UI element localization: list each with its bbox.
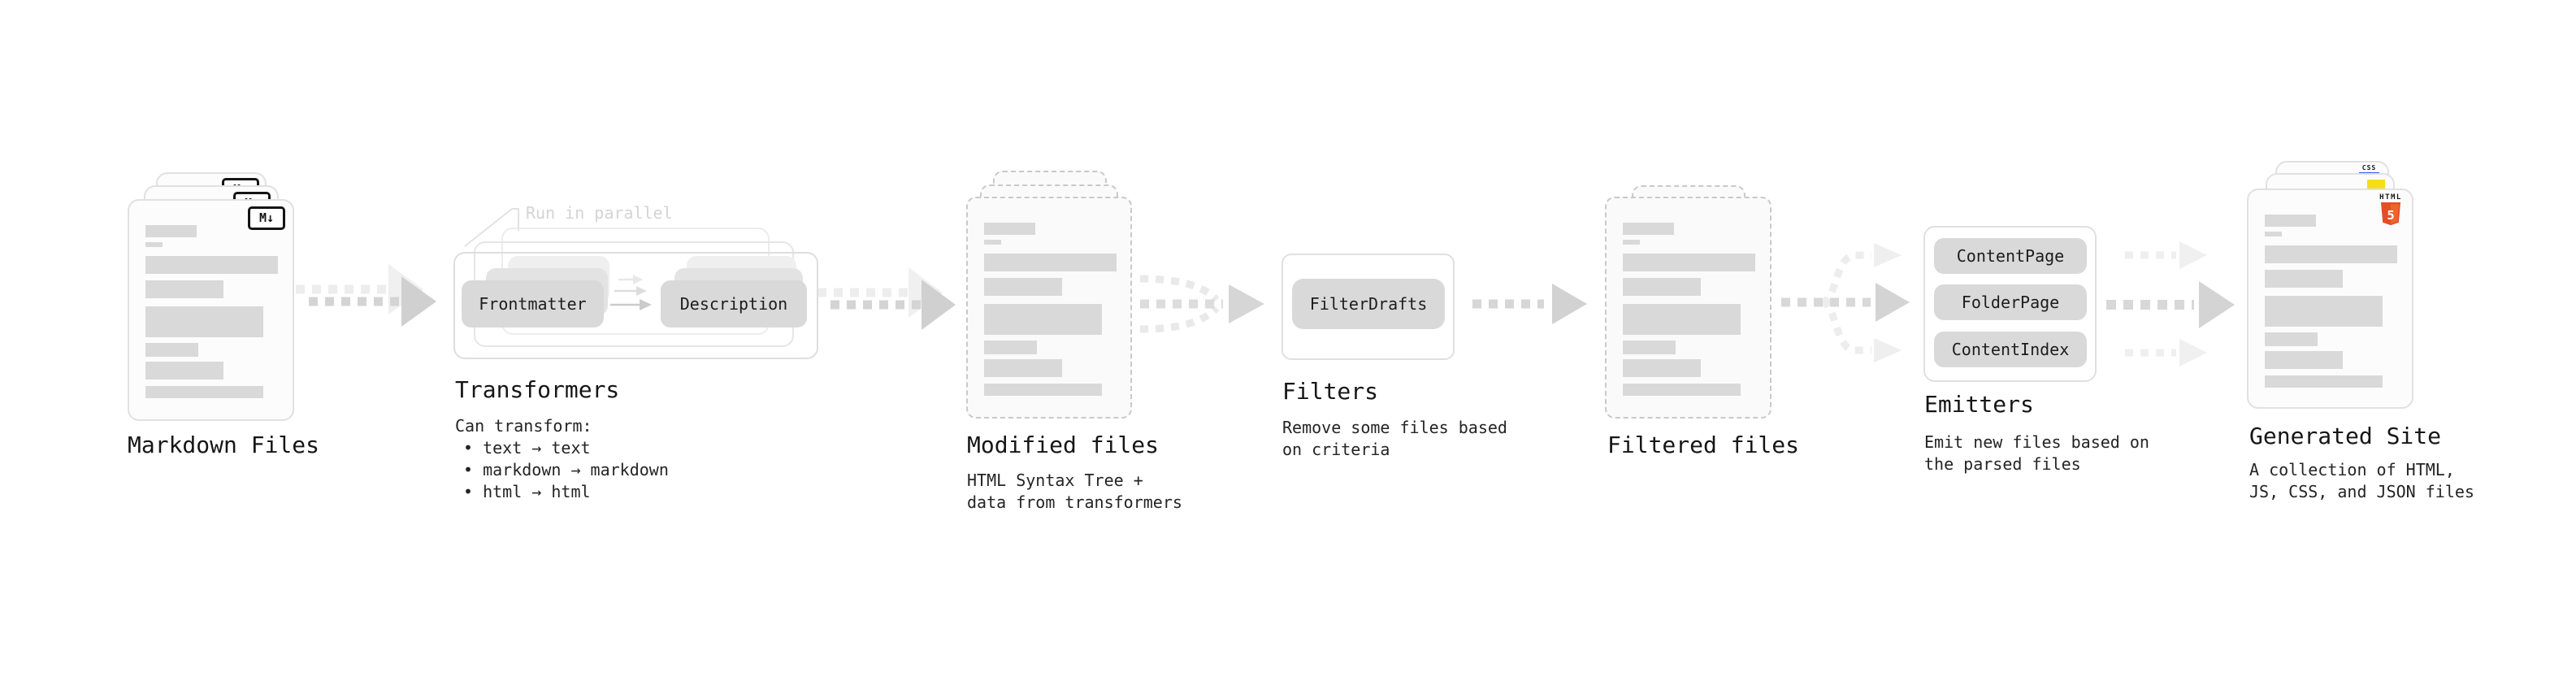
html5-icon: HTML 5 xyxy=(2379,194,2403,229)
js-icon xyxy=(2367,180,2385,190)
filterdrafts-pill: FilterDrafts xyxy=(1292,279,1445,329)
filtered-files-label: Filtered files xyxy=(1607,432,1800,458)
transformer-frame-front xyxy=(453,252,818,359)
filters-heading: Filters xyxy=(1282,378,1379,405)
filters-desc: Remove some files based on criteria xyxy=(1282,417,1507,461)
markdown-icon: M↓ xyxy=(248,206,285,230)
desc-line: the parsed files xyxy=(1924,454,2081,474)
bullet-item: • markdown → markdown xyxy=(463,460,669,479)
arrow-markdown-to-transformers xyxy=(296,264,436,327)
frontmatter-pill: Frontmatter xyxy=(462,280,604,327)
filtered-file-card-front xyxy=(1605,197,1772,419)
bullet-item: • text → text xyxy=(463,438,591,458)
filters-frame xyxy=(1281,254,1455,360)
svg-text:5: 5 xyxy=(2387,208,2394,223)
run-in-parallel-callout: Run in parallel xyxy=(526,203,673,223)
description-pill: Description xyxy=(661,280,807,327)
contentpage-pill: ContentPage xyxy=(1934,238,2087,274)
modified-files-desc: HTML Syntax Tree + data from transformer… xyxy=(967,470,1182,514)
markdown-file-card-front: M↓ xyxy=(128,199,294,421)
contentindex-pill: ContentIndex xyxy=(1934,332,2087,367)
desc-line: data from transformers xyxy=(967,492,1182,512)
desc-line: Remove some files based xyxy=(1282,418,1507,437)
desc-line: Emit new files based on xyxy=(1924,432,2149,452)
emitters-heading: Emitters xyxy=(1924,391,2034,418)
markdown-files-label: Markdown Files xyxy=(128,432,320,458)
callout-leader-line xyxy=(464,208,519,247)
desc-line: A collection of HTML, xyxy=(2249,460,2455,479)
arrow-filters-to-filtered xyxy=(1472,284,1587,324)
document-placeholder-lines xyxy=(129,201,293,419)
bullet-item: • html → html xyxy=(463,482,591,501)
transformers-bullet-list: • text → text • markdown → markdown • ht… xyxy=(463,437,669,503)
arrow-modified-to-filters xyxy=(1139,275,1264,333)
generated-site-desc: A collection of HTML, JS, CSS, and JSON … xyxy=(2249,459,2474,503)
emitters-frame xyxy=(1923,226,2097,382)
html5-shield: 5 xyxy=(2380,202,2401,226)
transformers-heading: Transformers xyxy=(455,376,620,403)
document-placeholder-lines xyxy=(2249,190,2412,407)
transformers-desc-title: Can transform: xyxy=(455,416,592,436)
arrow-filtered-to-emitters xyxy=(1781,243,1910,362)
document-placeholder-lines xyxy=(968,198,1130,417)
arrow-transformers-to-modified xyxy=(817,267,956,330)
modified-file-card-front xyxy=(966,197,1132,419)
html-file-card: HTML 5 xyxy=(2247,189,2413,409)
desc-line: on criteria xyxy=(1282,440,1390,459)
emitters-desc: Emit new files based on the parsed files xyxy=(1924,432,2149,475)
desc-line: JS, CSS, and JSON files xyxy=(2249,482,2474,501)
generated-site-label: Generated Site xyxy=(2249,423,2442,449)
pill-flow-arrows xyxy=(610,275,652,310)
folderpage-pill: FolderPage xyxy=(1934,284,2087,320)
document-placeholder-lines xyxy=(1607,198,1770,417)
arrow-emitters-to-generated xyxy=(2106,241,2235,367)
modified-files-label: Modified files xyxy=(967,432,1160,458)
desc-line: HTML Syntax Tree + xyxy=(967,471,1143,490)
